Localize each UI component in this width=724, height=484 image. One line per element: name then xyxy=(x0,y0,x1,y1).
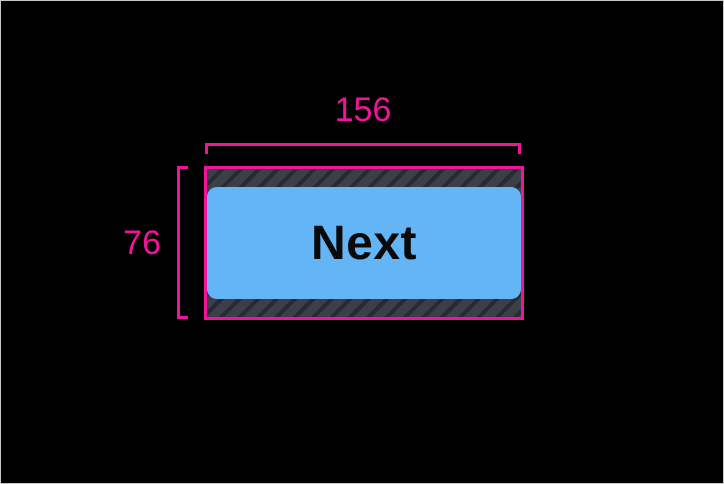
height-measure-bracket xyxy=(177,166,188,319)
width-dimension-label: 156 xyxy=(334,91,392,129)
height-dimension-label: 76 xyxy=(123,224,161,262)
width-measure-bracket xyxy=(205,143,521,154)
touch-target-bounds: Next xyxy=(204,166,524,320)
next-button[interactable]: Next xyxy=(207,187,521,299)
